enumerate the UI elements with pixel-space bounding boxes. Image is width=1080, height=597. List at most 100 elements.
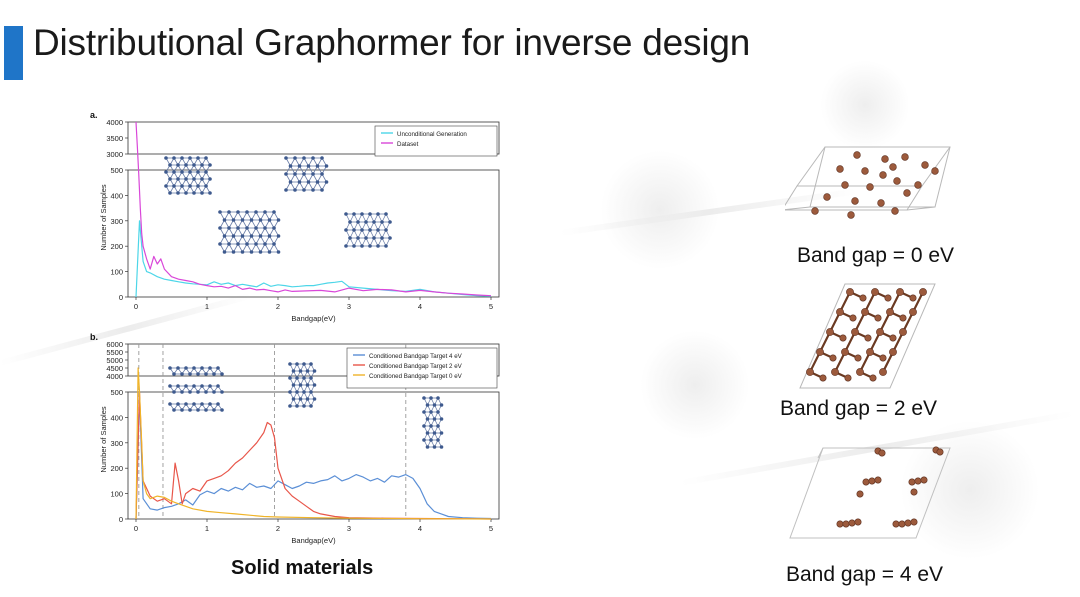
background-blob — [900, 420, 1040, 560]
series-line — [135, 367, 492, 520]
crystal-atom — [356, 220, 360, 224]
structure-2ev-label: Band gap = 2 eV — [780, 397, 938, 420]
crystal-atom — [180, 390, 184, 394]
y-tick-label: 100 — [110, 268, 123, 277]
crystal-atom — [168, 366, 172, 370]
crystal-atom — [291, 397, 296, 401]
y-tick-label: 200 — [110, 464, 123, 473]
crystal-atom — [216, 384, 220, 388]
y-tick-label: 300 — [110, 439, 123, 448]
crystal-atom — [254, 226, 258, 230]
crystal-atom — [258, 250, 263, 254]
crystal-atom — [380, 220, 384, 224]
crystal-atom — [312, 397, 317, 401]
crystal-atom — [176, 177, 180, 181]
crystal-atom — [288, 404, 292, 408]
crystal-atom — [295, 404, 299, 408]
crystal-atom — [356, 236, 360, 240]
crystal-atom — [172, 170, 176, 174]
background-blob — [640, 330, 750, 440]
y-tick-label: 500 — [110, 166, 123, 175]
x-tick-label: 1 — [205, 302, 209, 311]
crystal-atom — [254, 242, 258, 246]
crystal-atom — [220, 372, 224, 376]
crystal-atom — [192, 366, 196, 370]
x-axis-label: Bandgap(eV) — [291, 536, 336, 545]
crystal-atom — [272, 226, 276, 230]
crystal-atom — [298, 383, 303, 387]
y-tick-label: 4000 — [106, 372, 123, 381]
crystal-atom — [245, 242, 249, 246]
crystal-atom — [184, 366, 188, 370]
crystal-atom — [176, 384, 180, 388]
crystal-atom — [315, 180, 320, 184]
crystal-atom — [196, 408, 200, 412]
crystal-atom — [320, 156, 324, 160]
crystal-atom — [439, 417, 444, 421]
crystal-atom — [320, 172, 324, 176]
crystal-atom — [439, 445, 444, 449]
crystal-atom — [388, 236, 392, 240]
crystal-atom — [222, 234, 227, 238]
crystal-atom — [372, 236, 376, 240]
crystal-structure-thumbnail — [422, 396, 444, 449]
crystal-atom — [227, 210, 231, 214]
x-tick-label: 5 — [489, 524, 493, 533]
crystal-atom — [306, 180, 311, 184]
crystal-atom — [192, 384, 196, 388]
crystal-atom — [236, 210, 240, 214]
crystal-atom — [184, 384, 188, 388]
crystal-structure-thumbnail — [164, 156, 212, 195]
structure-4ev-label: Band gap = 4 eV — [786, 563, 944, 586]
crystal-atom — [188, 170, 192, 174]
crystal-atom — [188, 156, 192, 160]
crystal-structure-thumbnail — [168, 402, 224, 412]
crystal-atom — [236, 242, 240, 246]
crystal-atom — [216, 366, 220, 370]
crystal-atom — [168, 177, 172, 181]
crystal-atom — [348, 220, 352, 224]
crystal-atom — [312, 383, 317, 387]
crystal-atom — [436, 410, 440, 414]
crystal-atom — [184, 163, 188, 167]
crystal-atom — [240, 218, 245, 222]
crystal-atom — [245, 226, 249, 230]
crystal-atom — [372, 220, 376, 224]
y-tick-label: 300 — [110, 217, 123, 226]
crystal-atom — [432, 417, 437, 421]
crystal-atom — [164, 156, 168, 160]
crystal-atom — [302, 390, 306, 394]
crystal-atom — [302, 376, 306, 380]
crystal-atom — [192, 191, 196, 195]
crystal-atom — [200, 366, 204, 370]
crystal-atom — [298, 369, 303, 373]
crystal-atom — [293, 188, 297, 192]
crystal-atom — [309, 376, 313, 380]
crystal-atom — [249, 218, 254, 222]
crystal-atom — [196, 390, 200, 394]
crystal-atom — [212, 408, 216, 412]
crystal-structure-thumbnail — [288, 362, 317, 408]
crystal-atom — [192, 177, 196, 181]
crystal-atom — [422, 410, 426, 414]
crystal-atom — [324, 164, 329, 168]
x-axis-label: Bandgap(eV) — [291, 314, 336, 323]
crystal-structure-thumbnail — [218, 210, 281, 254]
crystal-atom — [309, 404, 313, 408]
crystal-atom — [254, 210, 258, 214]
crystal-atom — [172, 408, 176, 412]
crystal-atom — [176, 163, 180, 167]
y-tick-label: 400 — [110, 191, 123, 200]
series-line — [135, 121, 492, 297]
crystal-atom — [172, 390, 176, 394]
series-line — [135, 220, 492, 298]
crystal-atom — [176, 402, 180, 406]
crystal-atom — [267, 250, 272, 254]
crystal-atom — [222, 250, 227, 254]
crystal-atom — [360, 228, 364, 232]
crystal-atom — [220, 390, 224, 394]
crystal-atom — [218, 210, 222, 214]
crystal-atom — [180, 156, 184, 160]
crystal-atom — [302, 156, 306, 160]
crystal-atom — [297, 180, 302, 184]
